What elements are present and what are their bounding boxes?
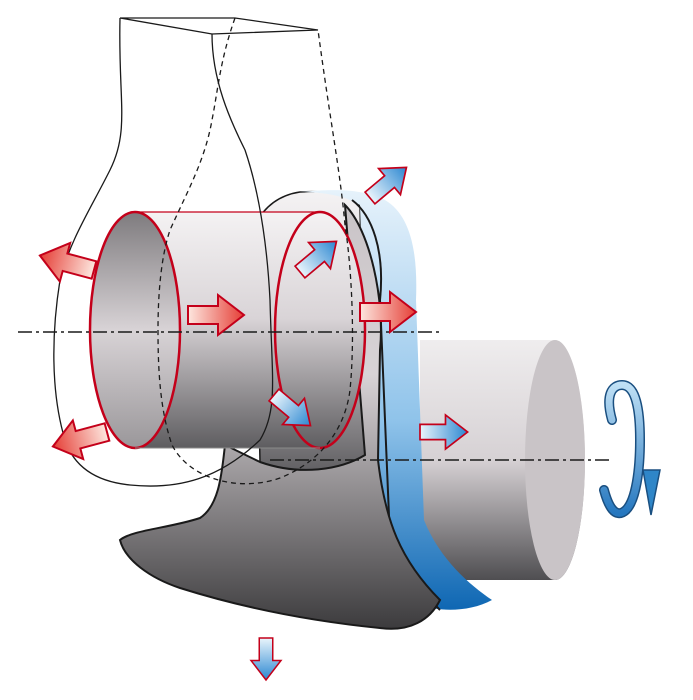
- center-lines: [18, 331, 610, 461]
- blue-arrow-icon: [250, 637, 282, 681]
- red-arrow-icon: [33, 235, 101, 291]
- die-outline: [53, 17, 354, 487]
- rotation-arrow-icon: [599, 379, 661, 519]
- red-arrow-icon: [46, 411, 114, 467]
